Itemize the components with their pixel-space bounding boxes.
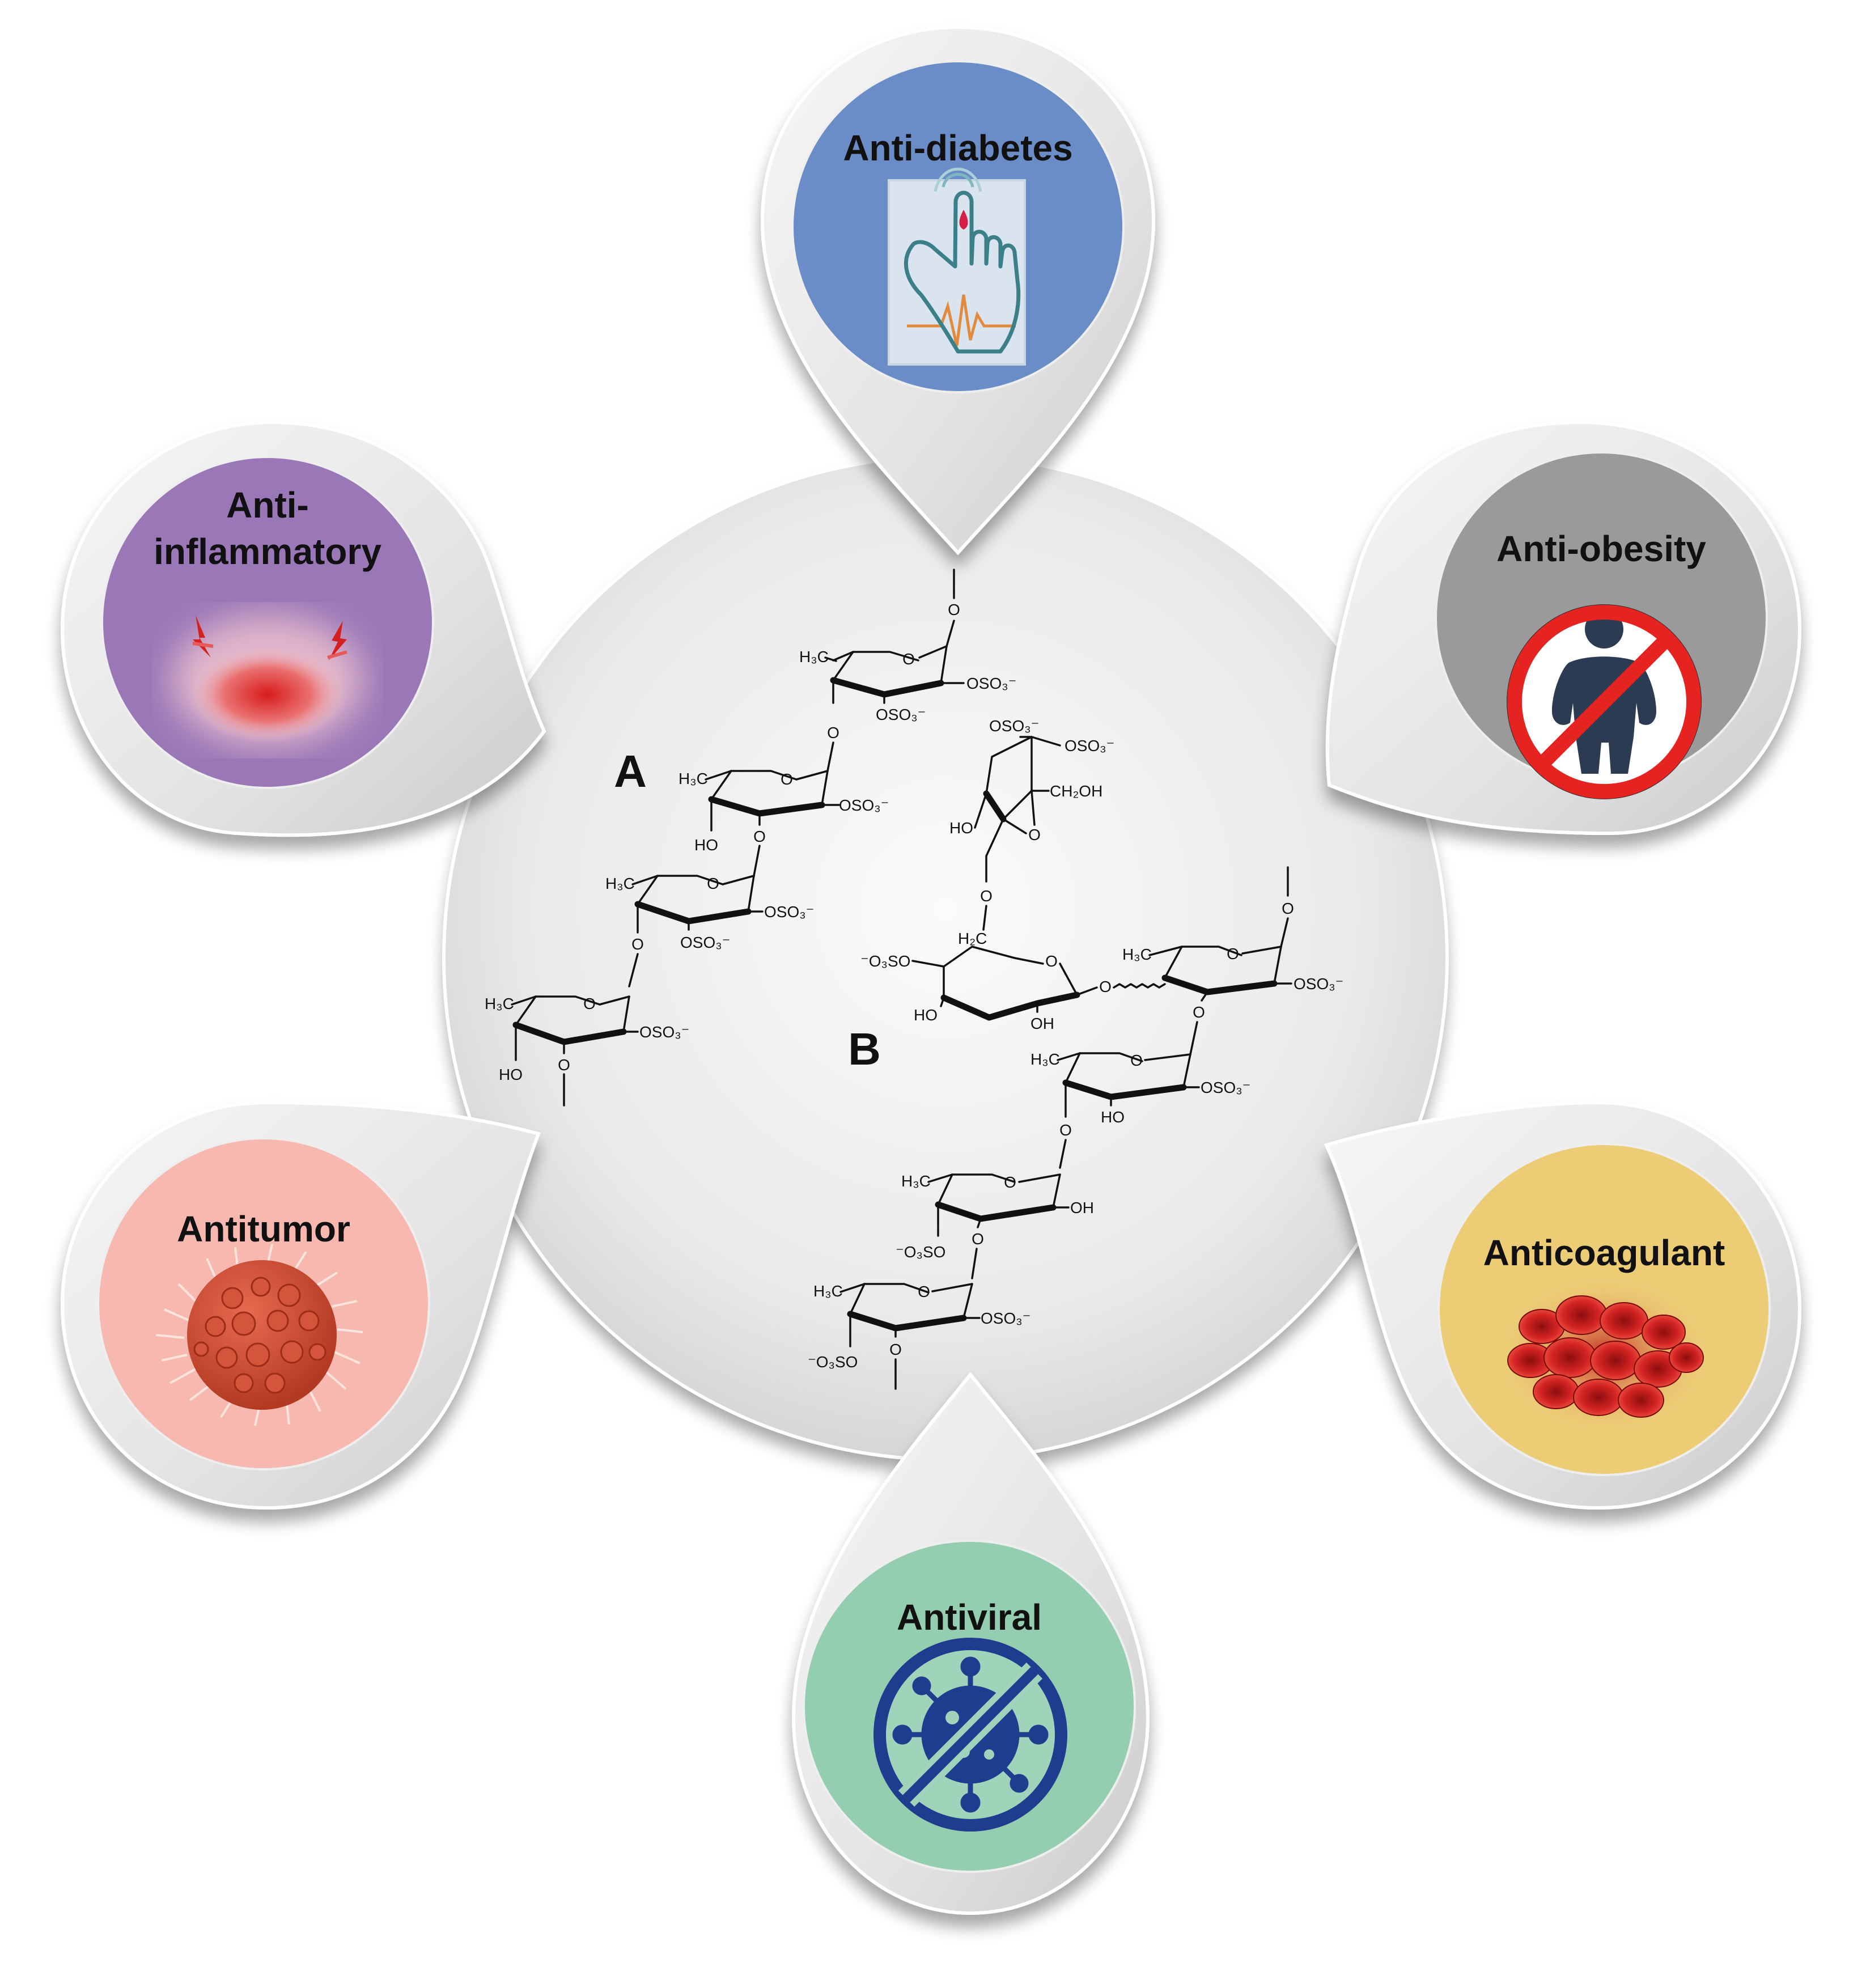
svg-text:O: O [707,875,719,892]
structure-b-ring-left: ⁻O₃SO O HO OH O [860,946,1166,1032]
structure-a-ring-3: H₃C O OSO₃⁻ OSO₃⁻ O [605,875,814,987]
svg-text:HO: HO [499,1066,523,1083]
glucose-finger-icon [888,167,1026,366]
anticoagulant-droplet: Anticoagulant [1324,1100,1802,1510]
svg-text:O: O [1130,1052,1143,1069]
svg-text:OSO₃⁻: OSO₃⁻ [839,796,889,814]
svg-text:O: O [948,601,960,618]
svg-text:⁻O₃SO: ⁻O₃SO [860,952,910,970]
svg-text:O: O [980,887,993,905]
svg-text:O: O [1282,900,1294,917]
svg-text:HO: HO [1101,1108,1125,1126]
structure-b-ring-4: H₃C O OSO₃⁻ ⁻O₃SO O [808,1282,1030,1390]
svg-text:HO: HO [949,819,973,837]
svg-text:O: O [902,650,915,668]
svg-text:O: O [827,724,839,741]
antitumor-droplet: Antitumor [60,1100,541,1510]
svg-text:O: O [1045,952,1058,970]
structure-b-ring-3: H₃C O OH ⁻O₃SO O [896,1172,1094,1279]
structure-b-ring-1: O H₃C O OSO₃⁻ O [1122,866,1343,1056]
no-obesity-icon [1507,604,1702,799]
structure-a-ring-4: H₃C O OSO₃⁻ HO O [485,995,689,1107]
center-circle [442,455,1449,1461]
svg-text:OSO₃⁻: OSO₃⁻ [981,1309,1030,1327]
svg-text:HO: HO [914,1006,938,1024]
svg-text:OSO₃⁻: OSO₃⁻ [876,706,926,723]
svg-text:O: O [631,935,644,953]
svg-text:CH₂OH: CH₂OH [1050,782,1102,800]
svg-text:H₂C: H₂C [958,930,987,947]
anti-diabetes-label: Anti-diabetes [843,128,1072,168]
antitumor-label: Antitumor [177,1209,350,1249]
svg-text:O: O [781,770,793,788]
anti-inflammatory-label-line2: inflammatory [154,531,381,572]
svg-text:O: O [1193,1003,1205,1021]
svg-text:O: O [1059,1121,1072,1139]
antiviral-droplet: Antiviral [791,1372,1150,1915]
svg-text:OSO₃⁻: OSO₃⁻ [1294,975,1343,993]
structure-b-ring-top: OSO₃⁻ OSO₃⁻ CH₂OH O HO O H₂C [949,717,1114,947]
svg-text:OSO₃⁻: OSO₃⁻ [764,903,814,921]
svg-text:H₃C: H₃C [485,995,514,1012]
svg-text:O: O [558,1056,570,1074]
svg-text:O: O [918,1283,930,1300]
anti-obesity-label: Anti-obesity [1496,528,1706,569]
svg-text:H₃C: H₃C [901,1172,931,1190]
svg-text:H₃C: H₃C [605,875,635,892]
svg-text:HO: HO [694,836,718,854]
svg-text:H₃C: H₃C [1122,946,1152,963]
svg-text:OSO₃⁻: OSO₃⁻ [966,675,1016,692]
svg-text:H₃C: H₃C [1030,1050,1060,1068]
svg-text:O: O [753,828,766,845]
svg-text:O: O [1004,1173,1016,1191]
svg-text:⁻O₃SO: ⁻O₃SO [896,1243,945,1261]
svg-text:H₃C: H₃C [813,1282,843,1300]
antiviral-label: Antiviral [897,1597,1042,1638]
structure-a-ring-1: O O OSO₃⁻ OSO₃⁻ H₃C O [799,569,1016,772]
svg-text:OH: OH [1070,1199,1094,1216]
svg-text:OH: OH [1030,1015,1054,1032]
no-virus-icon [873,1638,1067,1832]
svg-text:O: O [1028,826,1041,843]
structure-b: B OSO₃⁻ OSO₃⁻ CH₂OH O HO O H₂C ⁻O₃SO [808,717,1343,1390]
anti-inflammatory-droplet: Anti- inflammatory [60,420,546,837]
structure-a-ring-2: H₃C O OSO₃⁻ HO O [678,770,889,877]
svg-text:OSO₃⁻: OSO₃⁻ [680,934,730,951]
svg-text:O: O [1099,978,1112,995]
inflammation-icon [171,615,364,745]
structure-b-ring-2: H₃C O OSO₃⁻ HO O [1030,1050,1250,1169]
anti-inflammatory-label-line1: Anti- [226,485,309,525]
svg-text:H₃C: H₃C [799,648,829,666]
svg-text:O: O [889,1341,902,1358]
svg-text:O: O [1227,945,1239,963]
structure-a: A O O OSO₃⁻ OSO₃⁻ H₃C O H₃C [485,569,1016,1107]
svg-text:⁻O₃SO: ⁻O₃SO [808,1353,858,1371]
anti-diabetes-droplet: Anti-diabetes [760,25,1156,556]
svg-text:H₃C: H₃C [678,770,708,787]
anticoagulant-label: Anticoagulant [1483,1232,1725,1273]
svg-text:OSO₃⁻: OSO₃⁻ [989,717,1039,735]
red-blood-cells-icon [1496,1275,1712,1434]
svg-text:O: O [583,995,596,1012]
structure-a-label: A [614,746,647,796]
svg-text:OSO₃⁻: OSO₃⁻ [1201,1079,1250,1096]
svg-text:OSO₃⁻: OSO₃⁻ [1065,737,1114,754]
svg-text:O: O [972,1230,984,1248]
tumor-cell-icon [155,1244,363,1426]
structure-b-label: B [848,1024,881,1074]
svg-text:OSO₃⁻: OSO₃⁻ [639,1023,689,1041]
anti-obesity-droplet: Anti-obesity [1325,420,1802,836]
